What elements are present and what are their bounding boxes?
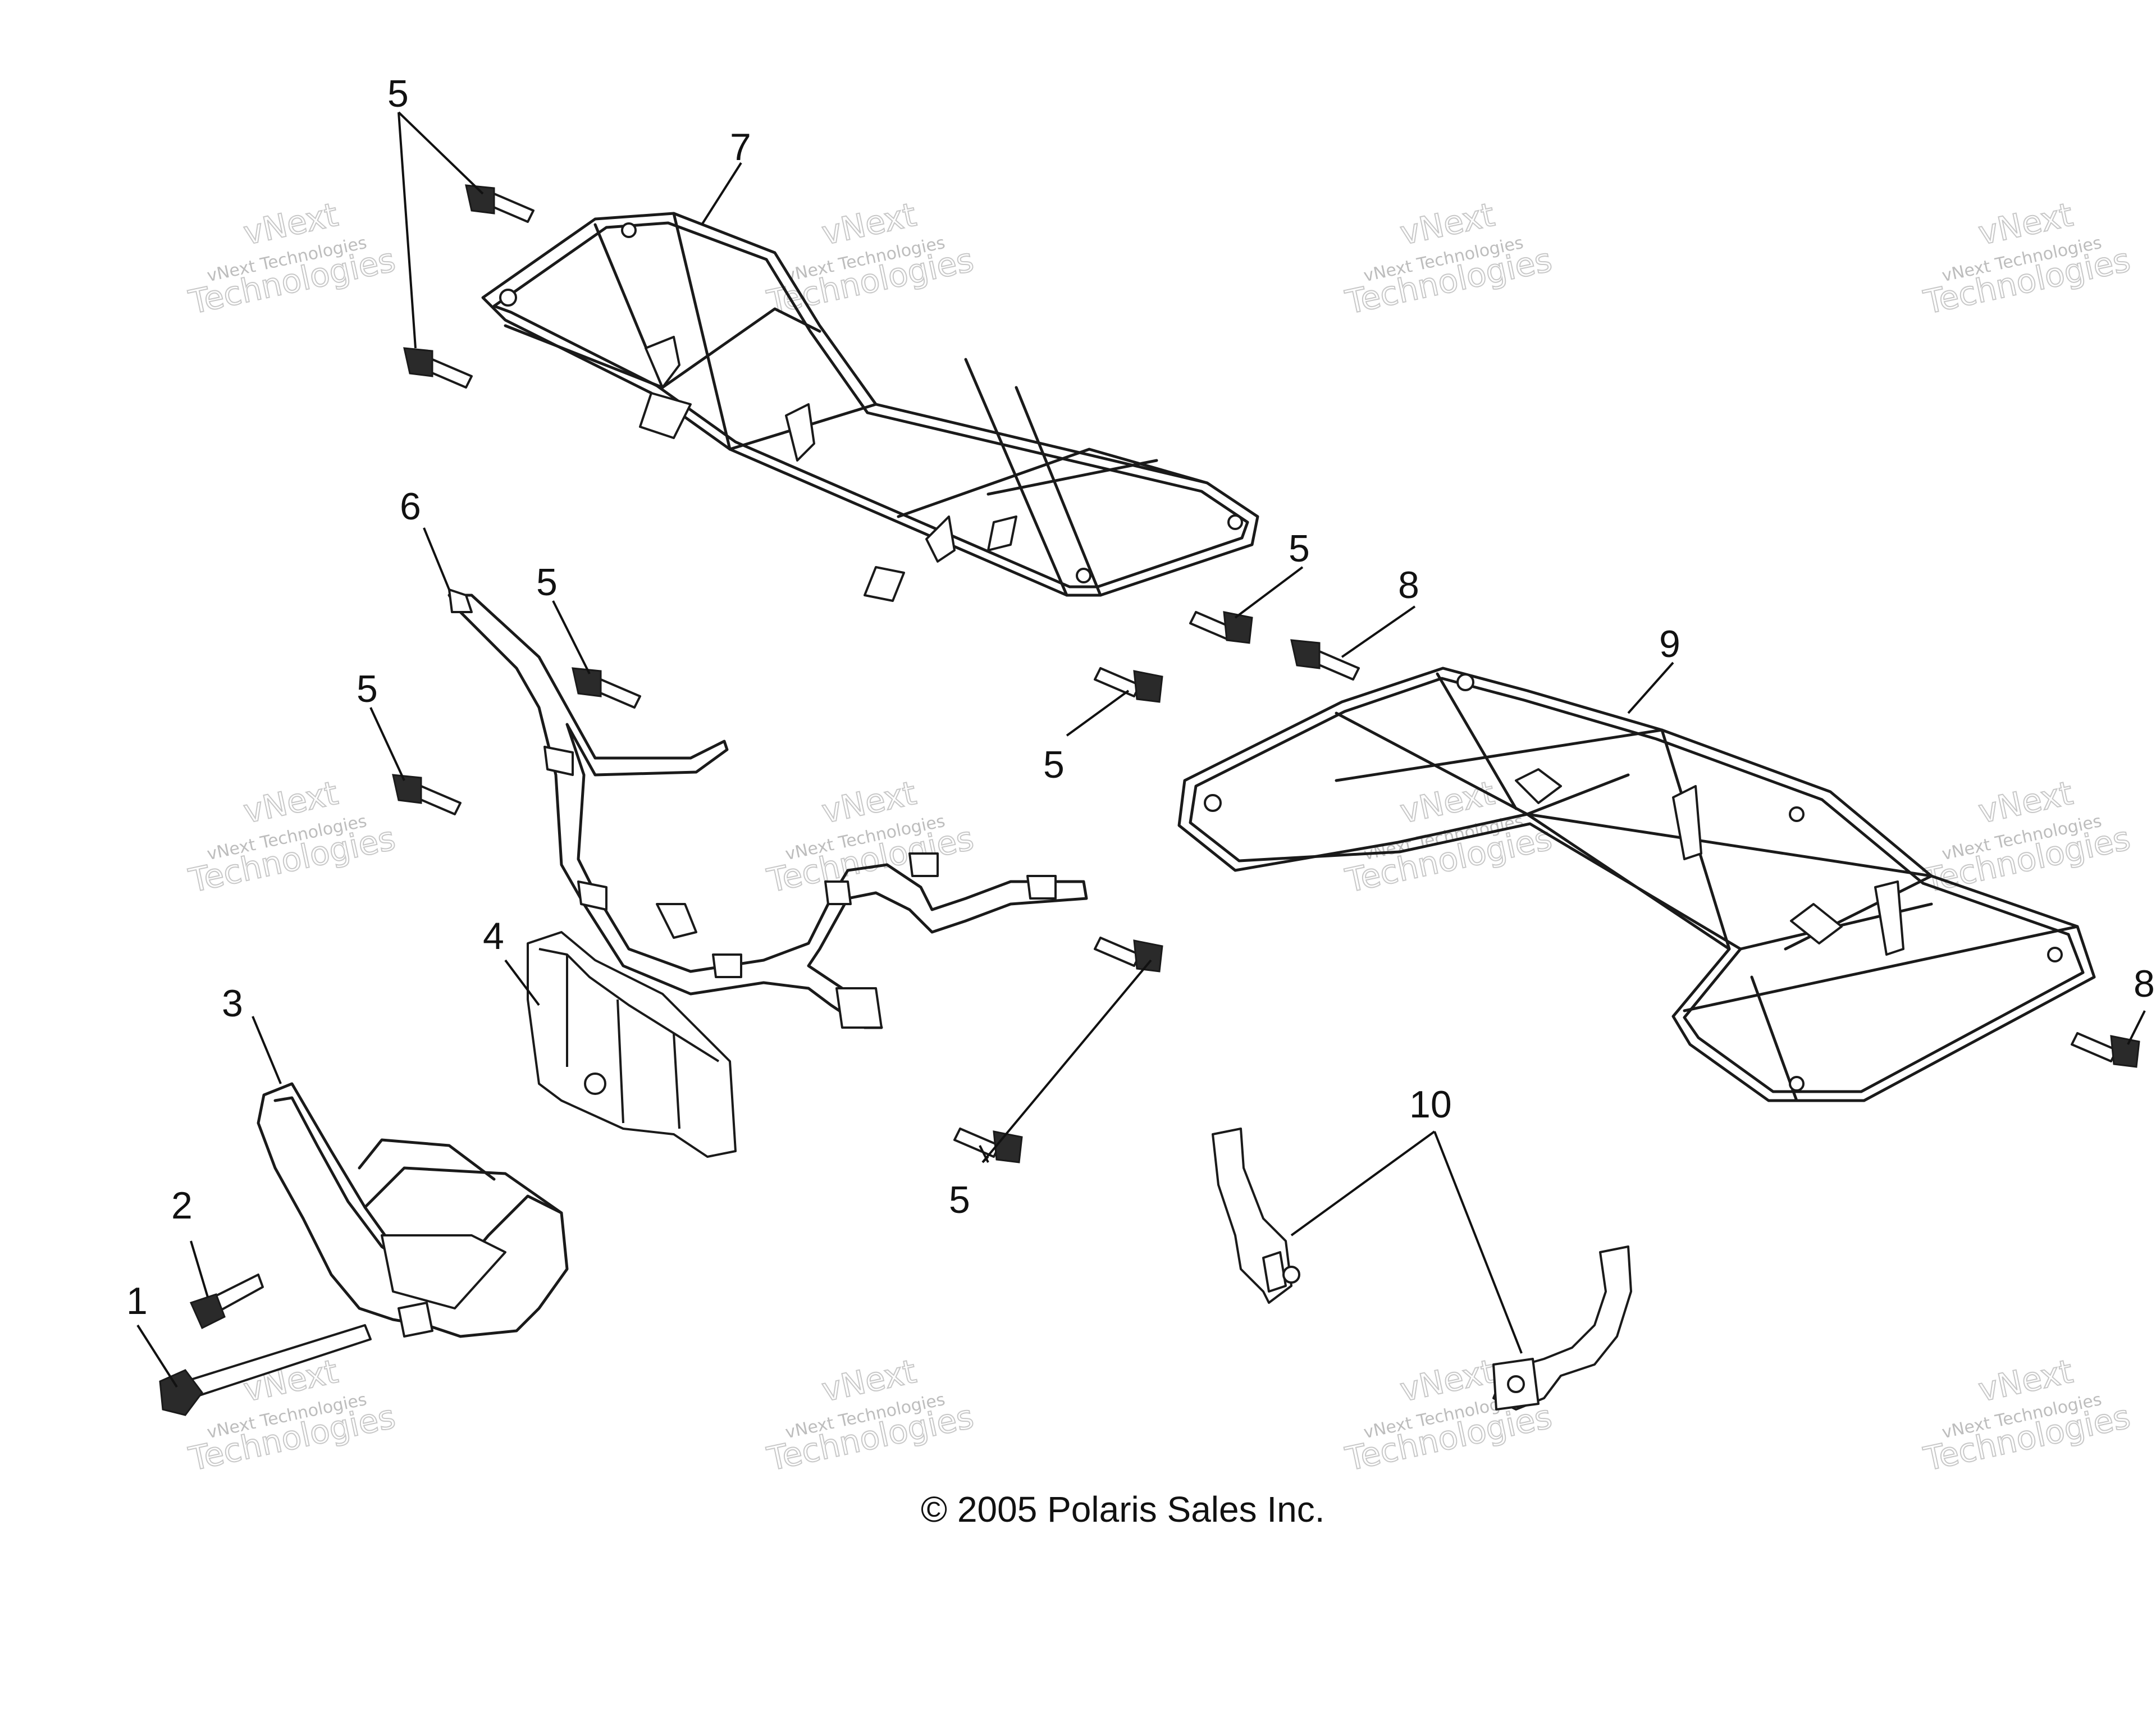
part-3-front-guard[interactable] [257,1082,569,1338]
callout-5: 5 [387,72,409,115]
part-2-bolt[interactable] [189,1274,264,1330]
part-5-bolt[interactable] [1094,937,1163,973]
callout-5: 5 [536,561,558,604]
callout-10: 10 [1409,1083,1452,1126]
part-5-bolt[interactable] [572,667,641,709]
callout-5: 5 [357,668,378,710]
callout-7: 7 [730,126,751,168]
watermark: vNext vNext Technologies Technologies [1341,195,1556,322]
callout-4: 4 [483,915,504,957]
callout-6: 6 [400,485,421,528]
part-7-upper-rack[interactable] [481,212,1259,602]
callout-5: 5 [949,1179,970,1221]
callout-2: 2 [171,1184,193,1227]
watermark: vNext vNext Technologies Technologies [185,773,399,901]
callout-1: 1 [126,1280,148,1322]
watermark: vNext vNext Technologies Technologies [763,773,977,901]
callout-5: 5 [1043,743,1065,786]
part-1-long-bolt[interactable] [159,1324,372,1416]
part-5-bolt[interactable] [1189,611,1253,644]
copyright-text: © 2005 Polaris Sales Inc. [921,1489,1325,1530]
callout-5: 5 [1289,527,1310,570]
callout-9: 9 [1659,623,1680,665]
part-5-bolt[interactable] [1094,667,1163,703]
part-5-bolt[interactable] [392,774,462,815]
part-10-bracket-left[interactable] [1212,1128,1300,1304]
part-4-bracket[interactable] [527,931,737,1158]
watermark: vNext vNext Technologies Technologies [763,195,977,322]
watermark: vNext vNext Technologies Technologies [763,1352,977,1479]
watermark: vNext vNext Technologies Technologies [185,195,399,322]
leader-lines [136,111,2146,1388]
callouts: 5 7 6 5 5 5 8 9 5 5 4 3 2 1 10 8 [126,72,2155,1322]
watermark: vNext vNext Technologies Technologies [1920,1352,2134,1479]
part-9-lower-rack[interactable] [1177,667,2096,1102]
part-6-front-tube[interactable] [447,588,1088,1029]
part-10-bracket-right[interactable] [1492,1245,1632,1411]
callout-8: 8 [2134,962,2155,1005]
part-8-bolt[interactable] [1290,639,1360,681]
callout-8: 8 [1398,564,1419,606]
part-8-bolt[interactable] [2071,1032,2140,1068]
part-5-bolt[interactable] [403,347,473,389]
watermark: vNext vNext Technologies Technologies [1920,195,2134,322]
part-5-bolt[interactable] [465,184,535,223]
callout-3: 3 [222,982,243,1025]
